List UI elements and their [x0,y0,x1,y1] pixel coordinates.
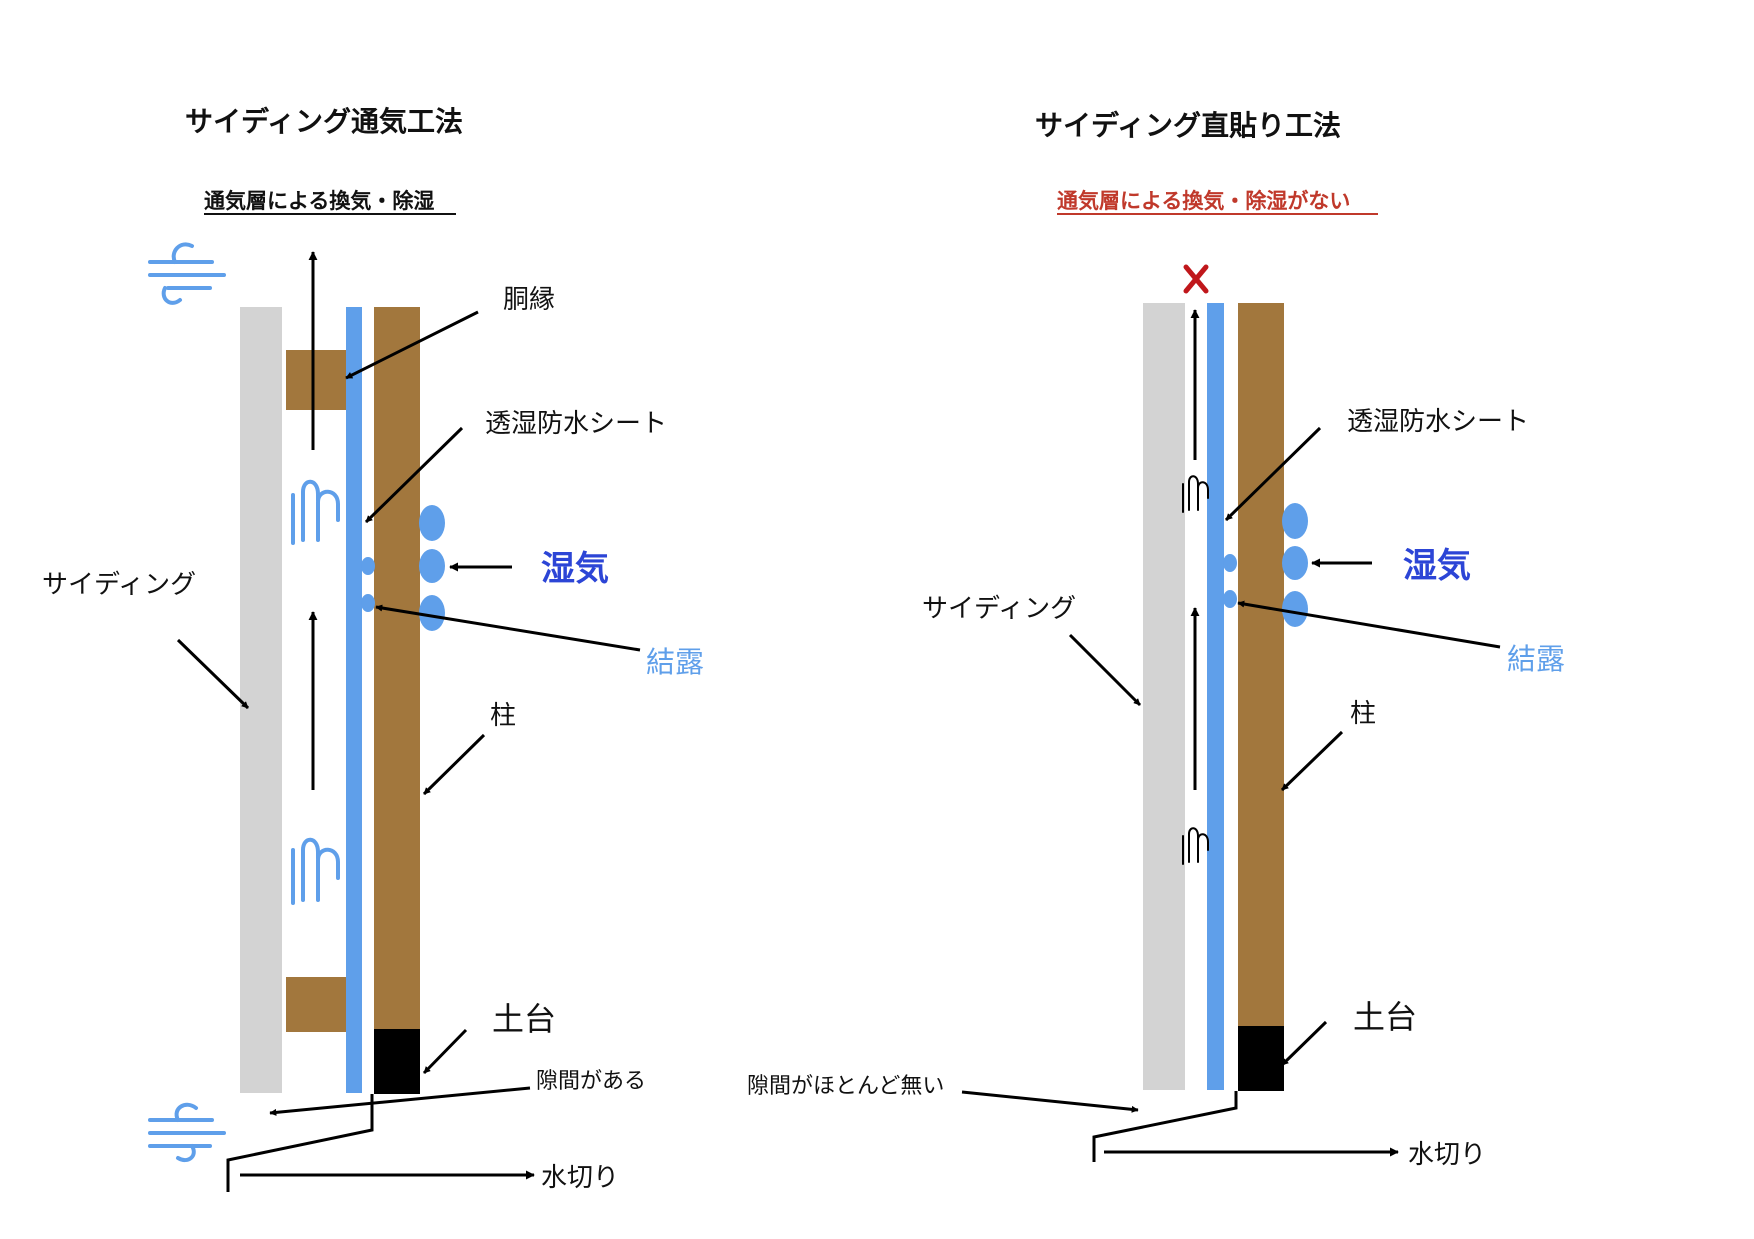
sill-label: 土台 [1353,998,1417,1036]
flashing-label: 水切り [1408,1140,1486,1170]
condensation-droplet [1223,554,1237,572]
condensation-droplet [1223,590,1237,608]
breathable-sheet [1207,303,1224,1090]
siding-label: サイディング [922,594,1076,624]
furring-pointer [345,310,479,380]
siding-pointer [1068,633,1142,707]
rising-air-icon [1182,475,1209,513]
sheet-pointer [1224,426,1322,522]
furring-strip-bottom [286,977,348,1032]
sheet-pointer [364,426,464,524]
condensation-droplet [361,594,375,612]
siding-label: サイディング [42,570,196,600]
condensation-pointer [1237,600,1501,649]
moisture-droplet [1282,591,1308,627]
pillar-label: 柱 [1350,699,1376,729]
breathable-sheet [346,307,362,1093]
condensation-pointer [375,604,641,652]
sill-pointer [422,1028,468,1075]
pillar-label: 柱 [490,701,516,731]
left-subtitle: 通気層による換気・除湿 [204,189,434,213]
moisture-droplet [1282,546,1308,580]
furring-label: 胴縁 [503,285,555,315]
moisture-droplet [1282,503,1308,539]
siding-board [240,307,282,1093]
right-title: サイディング直貼り工法 [1035,109,1341,142]
wind-icon [148,1102,226,1163]
rising-air-icon [291,837,340,905]
right-subtitle: 通気層による換気・除湿がない [1057,189,1350,213]
pillar [1238,303,1284,1026]
pillar-pointer [422,733,486,796]
condensation-label: 結露 [1507,642,1565,676]
furring-strip-top [286,350,348,410]
moisture-droplet [419,595,445,631]
siding-board [1143,303,1185,1090]
rising-air-icon [1182,827,1209,865]
flashing-label: 水切り [541,1163,619,1193]
siding-pointer [176,638,250,710]
gap-label: 隙間がほとんど無い [747,1074,944,1099]
left-title: サイディング通気工法 [185,105,463,138]
moisture-droplet [419,505,445,541]
flashing-strip [1092,1091,1238,1162]
sill-label: 土台 [492,1000,556,1038]
sill-plate [374,1029,420,1094]
wind-icon [148,242,226,305]
flashing-strip [226,1094,374,1192]
gap-pointer [961,1090,1139,1113]
sheet-label: 透湿防水シート [1347,407,1529,437]
rising-air-icon [291,479,340,545]
pillar-pointer [1280,730,1344,792]
moisture-droplet [419,549,445,583]
right-diagram: サイディング直貼り工法 通気層による換気・除湿がない [747,109,1565,1170]
condensation-label: 結露 [646,645,704,679]
condensation-droplet [361,557,375,575]
gap-label: 隙間がある [536,1069,646,1094]
gap-pointer [269,1086,531,1116]
moisture-label: 湿気 [1403,546,1471,586]
moisture-label: 湿気 [541,549,609,589]
sheet-label: 透湿防水シート [485,409,667,439]
sill-plate [1238,1026,1284,1091]
left-diagram: サイディング通気工法 通気層による換気・除湿 [42,105,704,1193]
pillar [374,307,420,1029]
x-mark-icon [1183,264,1209,294]
sill-pointer [1280,1020,1328,1067]
